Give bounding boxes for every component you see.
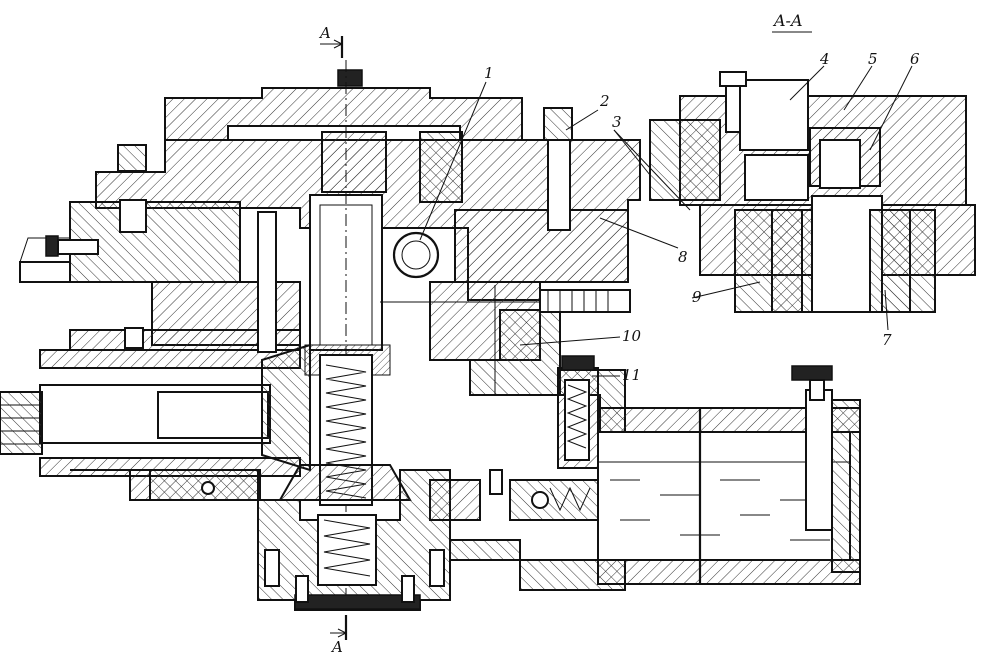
reservoir-housing bbox=[597, 365, 861, 585]
callout-4: 4 bbox=[819, 50, 830, 68]
leader-lines bbox=[419, 65, 913, 377]
section-letter-bottom: A bbox=[330, 638, 343, 656]
section-title-group: A-A bbox=[772, 11, 812, 33]
callout-10: 10 bbox=[622, 327, 642, 345]
main-section-view bbox=[0, 60, 861, 611]
callout-11: 11 bbox=[622, 366, 641, 384]
section-title: A-A bbox=[772, 11, 803, 30]
section-letter-top: A bbox=[318, 24, 331, 42]
callout-7: 7 bbox=[882, 331, 892, 349]
callout-1: 1 bbox=[484, 64, 494, 82]
callout-3: 3 bbox=[612, 113, 622, 131]
top-cover bbox=[164, 69, 523, 141]
section-a-a-view bbox=[649, 71, 976, 313]
callout-8: 8 bbox=[678, 248, 688, 266]
callout-2: 2 bbox=[599, 92, 610, 110]
section-mark-bottom: A bbox=[330, 615, 348, 656]
section-mark-top: A bbox=[318, 24, 344, 58]
callout-9: 9 bbox=[692, 288, 702, 306]
relief-valve-11 bbox=[557, 355, 599, 469]
callout-6: 6 bbox=[910, 50, 920, 68]
check-valve bbox=[429, 479, 601, 521]
callout-5: 5 bbox=[868, 50, 878, 68]
adjusting-screw bbox=[380, 285, 631, 395]
callout-labels: 1 2 3 4 5 6 7 8 9 10 11 bbox=[484, 50, 920, 384]
small-fittings bbox=[45, 211, 503, 495]
bevel-gears bbox=[261, 343, 412, 501]
